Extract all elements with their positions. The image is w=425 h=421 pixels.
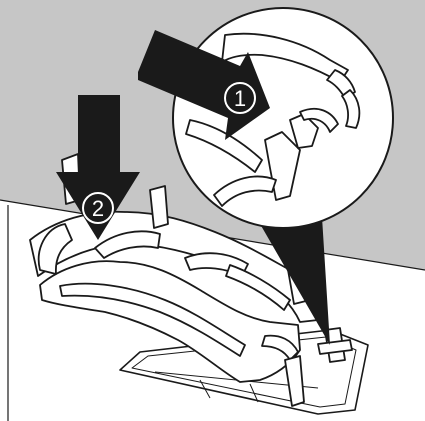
callout-badge-2: 2 [83,193,113,223]
callout-badge-1: 1 [225,83,255,113]
callout-label-2: 2 [92,196,104,221]
callout-label-1: 1 [234,86,246,111]
